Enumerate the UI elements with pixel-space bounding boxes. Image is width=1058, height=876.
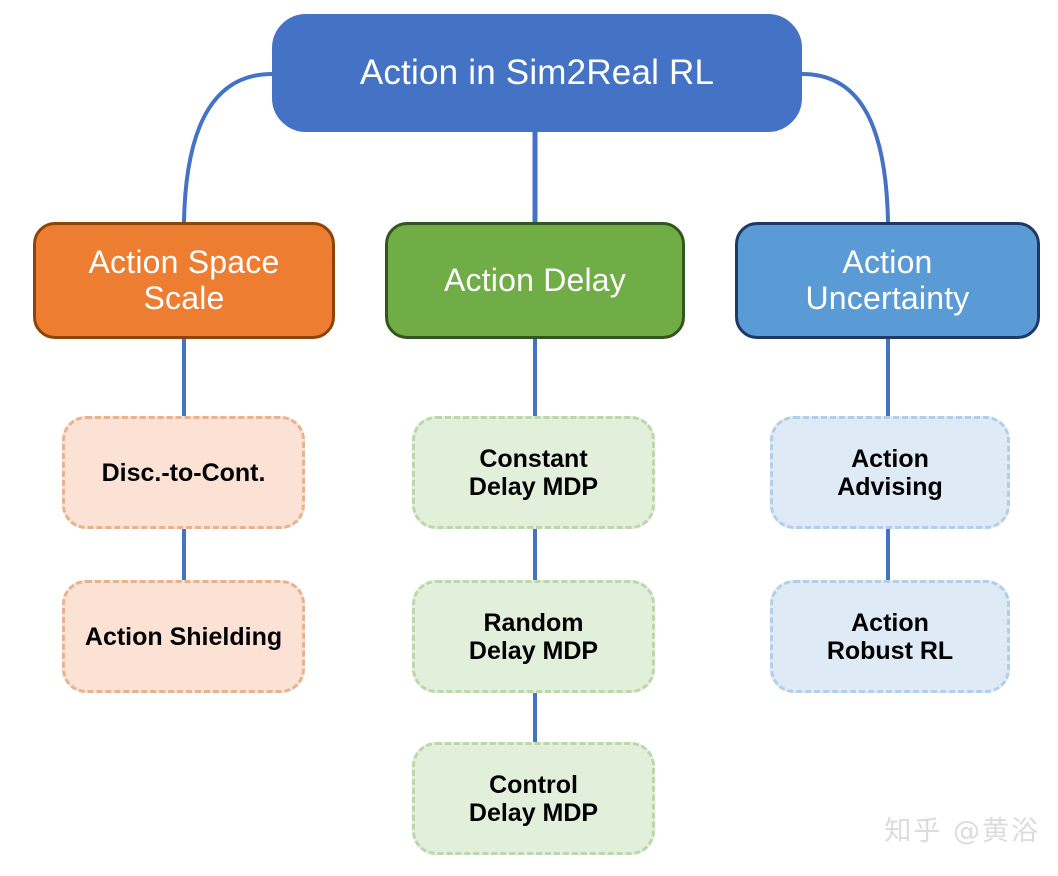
node-action-shielding[interactable]: Action Shielding — [62, 580, 305, 693]
zhihu-watermark: 知乎 @黄浴 — [884, 816, 1040, 847]
node-action-space-scale[interactable]: Action Space Scale — [33, 222, 335, 339]
edge-root-to-action-space-scale — [182, 72, 274, 224]
node-action-uncertainty[interactable]: Action Uncertainty — [735, 222, 1040, 339]
node-constant-delay-mdp[interactable]: Constant Delay MDP — [412, 416, 655, 529]
node-action-advising[interactable]: Action Advising — [770, 416, 1010, 529]
node-random-delay-mdp[interactable]: Random Delay MDP — [412, 580, 655, 693]
node-action-delay[interactable]: Action Delay — [385, 222, 685, 339]
node-disc-to-cont[interactable]: Disc.-to-Cont. — [62, 416, 305, 529]
node-control-delay-mdp[interactable]: Control Delay MDP — [412, 742, 655, 855]
edge-root-to-action-uncertainty — [800, 72, 890, 224]
node-root-action-in-sim2real-rl[interactable]: Action in Sim2Real RL — [272, 14, 802, 132]
node-action-robust-rl[interactable]: Action Robust RL — [770, 580, 1010, 693]
